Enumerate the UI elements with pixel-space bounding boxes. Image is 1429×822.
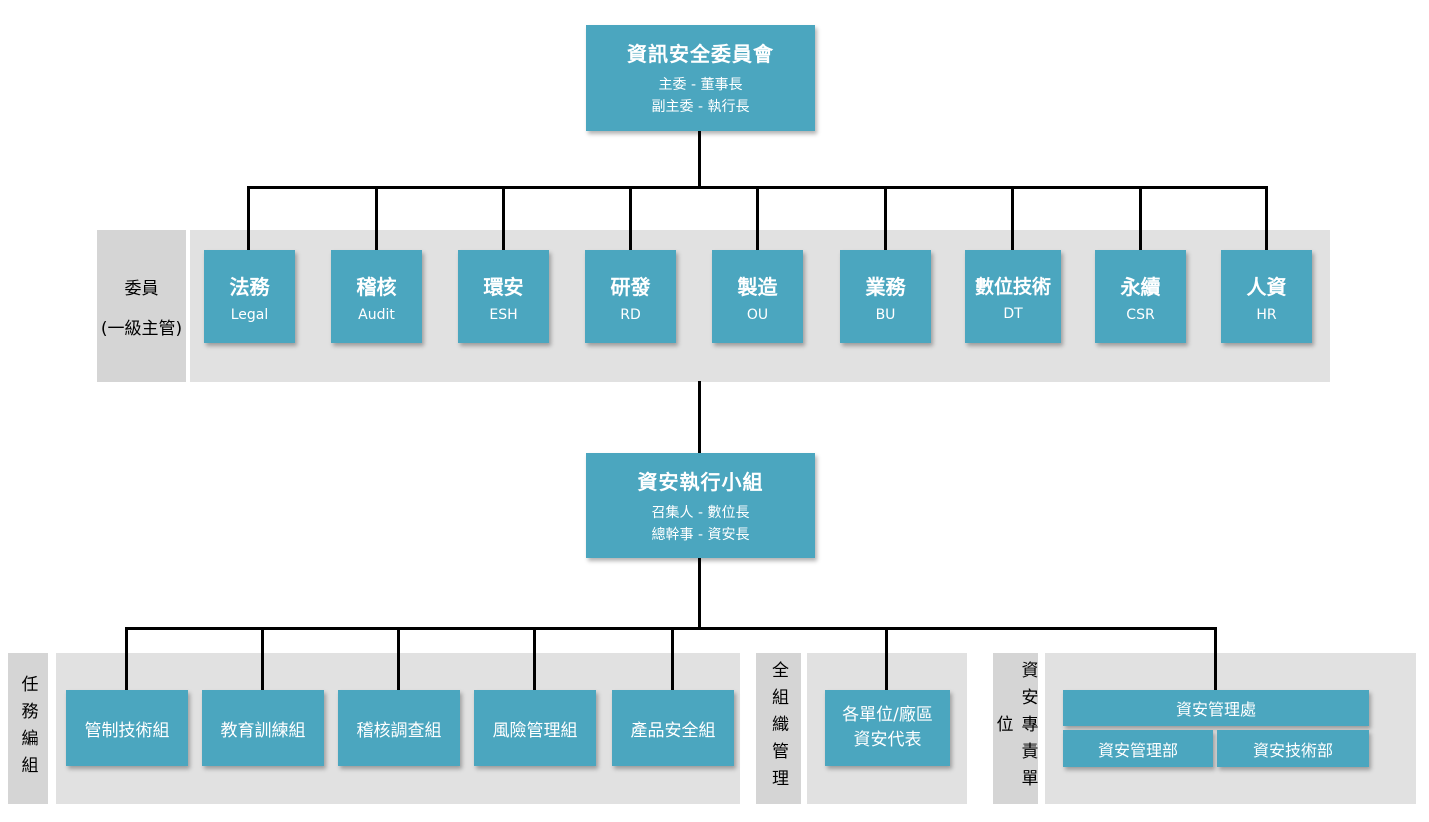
team-box-audit-investigation: 稽核調查組 [338, 690, 460, 766]
connector-line [885, 627, 888, 692]
connector-line [261, 627, 264, 692]
connector-line [1265, 186, 1268, 252]
member-title: 稽核 [356, 274, 397, 299]
dept-box-security-technology-dept: 資安技術部 [1217, 730, 1369, 767]
dedicated-unit-label: 資安專責單位 [992, 661, 1038, 796]
department-label: 資安管理部 [1097, 740, 1178, 760]
team-box-label: 管制技術組 [84, 720, 170, 741]
connector-line [1214, 627, 1217, 692]
org-wide-label-panel: 全組織管理 [756, 653, 801, 804]
connector-line [1139, 186, 1142, 252]
member-subtitle: BU [875, 306, 896, 323]
committee-box-hr: 人資 HR [1221, 250, 1312, 343]
security-execution-team-box: 資安執行小組 召集人 - 數位長 總幹事 - 資安長 [586, 453, 815, 558]
member-title: 業務 [865, 274, 906, 299]
connector-line [756, 186, 759, 252]
connector-line [397, 627, 400, 692]
connector-line [375, 186, 378, 252]
member-subtitle: DT [1003, 305, 1023, 322]
info-security-committee-box: 資訊安全委員會 主委 - 董事長 副主委 - 執行長 [586, 25, 815, 131]
execution-team-title: 資安執行小組 [637, 469, 764, 494]
dept-box-security-management-dept: 資安管理部 [1063, 730, 1213, 767]
connector-line [629, 186, 632, 252]
committee-box-legal: 法務 Legal [204, 250, 295, 343]
connector-line [671, 627, 674, 692]
connector-line [884, 186, 887, 252]
committee-box-esh: 環安 ESH [458, 250, 549, 343]
members-label-line2: (一級主管) [100, 318, 183, 339]
connector-line [698, 556, 701, 629]
dedicated-unit-label-panel: 資安專責單位 [993, 653, 1038, 804]
connector-line [502, 186, 505, 252]
connector-line [247, 186, 250, 252]
team-box-education-training: 教育訓練組 [202, 690, 324, 766]
member-subtitle: Audit [358, 306, 395, 323]
connector-line [533, 627, 536, 692]
rep-box-line2: 資安代表 [853, 730, 922, 750]
committee-box-bu: 業務 BU [840, 250, 931, 343]
committee-box-ou: 製造 OU [712, 250, 803, 343]
team-box-risk-management: 風險管理組 [474, 690, 596, 766]
member-subtitle: CSR [1126, 306, 1155, 323]
team-box-control-tech: 管制技術組 [66, 690, 188, 766]
member-title: 永續 [1120, 274, 1161, 299]
member-subtitle: RD [620, 306, 641, 323]
rep-box-line1: 各單位/廠區 [842, 704, 933, 725]
connector-line [698, 381, 701, 454]
rep-box-unit-site-representatives: 各單位/廠區 資安代表 [825, 690, 950, 766]
members-label-line1: 委員 [124, 278, 159, 299]
task-groups-label: 任務編組 [17, 674, 38, 783]
member-subtitle: Legal [230, 306, 269, 323]
org-wide-label: 全組織管理 [768, 661, 788, 796]
member-title: 研發 [610, 274, 651, 299]
member-title: 數位技術 [974, 275, 1051, 298]
member-title: 環安 [483, 274, 524, 299]
team-box-label: 風險管理組 [492, 720, 578, 741]
team-box-label: 稽核調查組 [356, 720, 442, 741]
committee-box-csr: 永續 CSR [1095, 250, 1186, 343]
task-groups-label-panel: 任務編組 [8, 653, 48, 804]
committee-title: 資訊安全委員會 [627, 42, 774, 67]
member-subtitle: ESH [489, 306, 518, 323]
team-box-label: 產品安全組 [630, 720, 716, 741]
members-label-panel: 委員 (一級主管) [97, 230, 186, 382]
team-box-label: 教育訓練組 [220, 720, 306, 741]
execution-team-secretary-line: 總幹事 - 資安長 [651, 526, 750, 543]
member-title: 人資 [1246, 274, 1287, 299]
dedicated-unit-panel [1045, 653, 1416, 804]
member-title: 製造 [737, 274, 778, 299]
member-title: 法務 [229, 274, 270, 299]
committee-chair-line: 主委 - 董事長 [658, 77, 743, 94]
connector-line [1011, 186, 1014, 252]
connector-line [698, 130, 701, 188]
connector-line [125, 627, 128, 692]
committee-box-audit: 稽核 Audit [331, 250, 422, 343]
division-label: 資安管理處 [1175, 700, 1256, 719]
execution-team-convener-line: 召集人 - 數位長 [651, 504, 750, 521]
member-subtitle: OU [746, 306, 769, 323]
dept-box-security-management-division: 資安管理處 [1063, 690, 1369, 726]
department-label: 資安技術部 [1252, 740, 1333, 760]
committee-box-rd: 研發 RD [585, 250, 676, 343]
committee-box-dt: 數位技術 DT [965, 250, 1061, 343]
team-box-product-security: 產品安全組 [612, 690, 734, 766]
member-subtitle: HR [1256, 306, 1277, 323]
committee-vice-chair-line: 副主委 - 執行長 [651, 99, 750, 115]
